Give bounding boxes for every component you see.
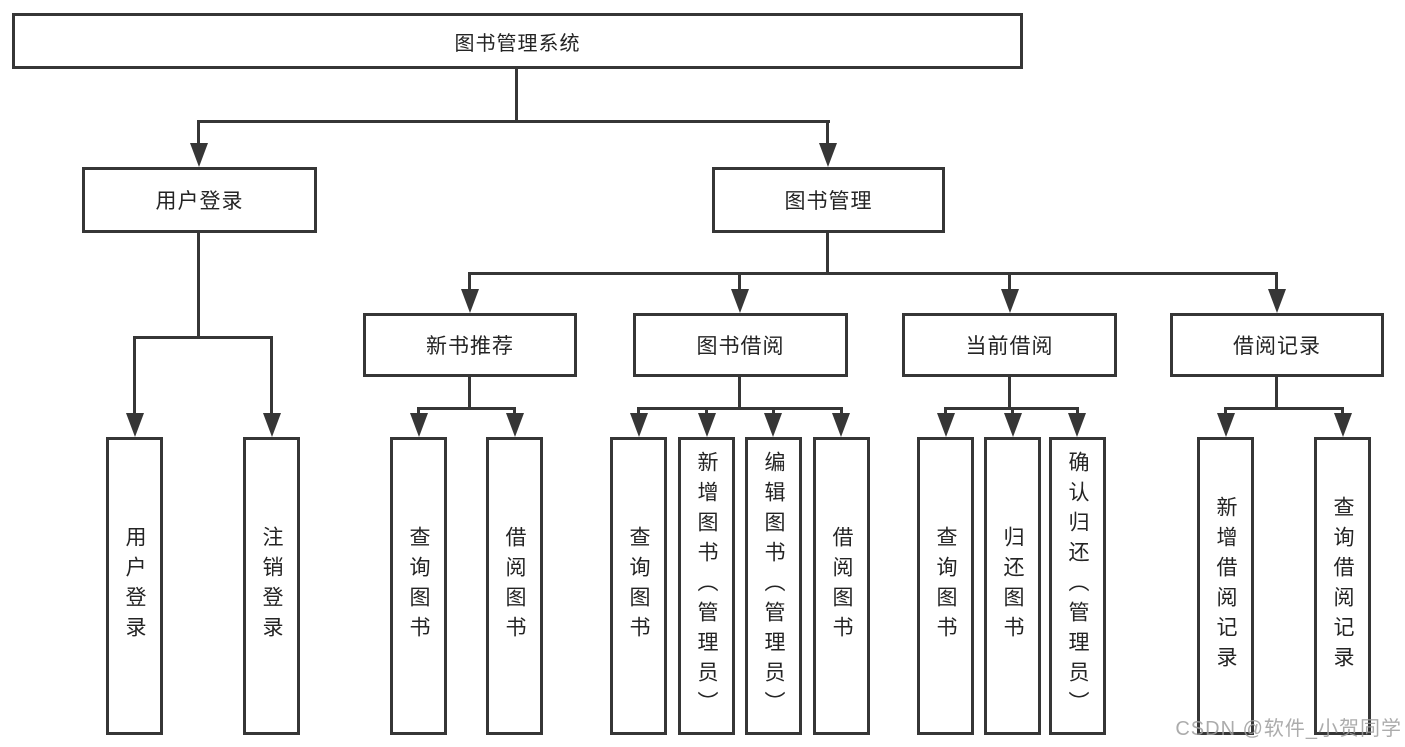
arrow-down-icon — [461, 289, 479, 313]
leaf-label: 确认归还（管理员） — [1066, 451, 1089, 721]
leaf-label: 查询图书 — [627, 526, 650, 646]
arrow-down-icon — [698, 413, 716, 437]
connector-book-mgmt-stem — [826, 233, 829, 274]
node-book-borrow: 图书借阅 — [633, 313, 848, 377]
connector-drop-login-0 — [133, 336, 136, 417]
leaf-query-borrow-record: 查询借阅记录 — [1314, 437, 1371, 735]
leaf-label: 注销登录 — [260, 526, 283, 646]
arrow-down-icon — [764, 413, 782, 437]
connector-drop-current-borrow — [1008, 272, 1011, 293]
connector-current-borrow-stem — [1008, 377, 1011, 409]
leaf-query-books-current: 查询图书 — [917, 437, 974, 735]
leaf-label: 借阅图书 — [503, 526, 526, 646]
leaf-edit-books-admin: 编辑图书（管理员） — [745, 437, 802, 735]
connector-login-split — [133, 336, 273, 339]
arrow-down-icon — [937, 413, 955, 437]
arrow-down-icon — [630, 413, 648, 437]
leaf-label: 新增借阅记录 — [1214, 496, 1237, 676]
connector-book-borrow-stem — [738, 377, 741, 409]
leaf-label: 查询图书 — [407, 526, 430, 646]
leaf-label: 查询借阅记录 — [1331, 496, 1354, 676]
connector-borrow-records-stem — [1275, 377, 1278, 409]
arrow-down-icon — [263, 413, 281, 437]
node-new-books: 新书推荐 — [363, 313, 577, 377]
leaf-borrow-books: 借阅图书 — [813, 437, 870, 735]
leaf-query-books-rec: 查询图书 — [390, 437, 447, 735]
arrow-down-icon — [1217, 413, 1235, 437]
node-borrow-records: 借阅记录 — [1170, 313, 1384, 377]
node-book-mgmt: 图书管理 — [712, 167, 945, 233]
leaf-user-login: 用户登录 — [106, 437, 163, 735]
leaf-label: 借阅图书 — [830, 526, 853, 646]
arrow-down-icon — [1004, 413, 1022, 437]
connector-user-login-stem — [197, 233, 200, 339]
connector-new-books-stem — [468, 377, 471, 409]
connector-drop-login-1 — [270, 336, 273, 417]
arrow-down-icon — [1334, 413, 1352, 437]
leaf-label: 用户登录 — [123, 526, 146, 646]
arrow-down-icon — [731, 289, 749, 313]
connector-drop-user-login — [197, 120, 200, 146]
connector-book-borrow-split — [637, 407, 842, 410]
arrow-down-icon — [410, 413, 428, 437]
leaf-add-books-admin: 新增图书（管理员） — [678, 437, 735, 735]
connector-drop-new-books — [468, 272, 471, 293]
connector-drop-borrow-records — [1275, 272, 1278, 293]
node-current-borrow: 当前借阅 — [902, 313, 1117, 377]
connector-drop-book-mgmt — [826, 120, 829, 146]
arrow-down-icon — [832, 413, 850, 437]
arrow-down-icon — [819, 143, 837, 167]
leaf-return-books: 归还图书 — [984, 437, 1041, 735]
connector-drop-book-borrow — [738, 272, 741, 293]
connector-l1-split — [198, 120, 830, 123]
arrow-down-icon — [126, 413, 144, 437]
leaf-confirm-return-admin: 确认归还（管理员） — [1049, 437, 1106, 735]
leaf-label: 查询图书 — [934, 526, 957, 646]
arrow-down-icon — [1068, 413, 1086, 437]
connector-borrow-records-split — [1224, 407, 1343, 410]
leaf-query-books: 查询图书 — [610, 437, 667, 735]
csdn-watermark: CSDN @软件_小贺同学 — [1175, 718, 1402, 740]
leaf-label: 归还图书 — [1001, 526, 1024, 646]
arrow-down-icon — [506, 413, 524, 437]
leaf-borrow-books-rec: 借阅图书 — [486, 437, 543, 735]
arrow-down-icon — [190, 143, 208, 167]
leaf-label: 新增图书（管理员） — [695, 451, 718, 721]
arrow-down-icon — [1268, 289, 1286, 313]
node-user-login: 用户登录 — [82, 167, 317, 233]
connector-root-stem — [515, 69, 518, 121]
connector-l3-split — [468, 272, 1278, 275]
leaf-logout: 注销登录 — [243, 437, 300, 735]
node-root: 图书管理系统 — [12, 13, 1023, 69]
connector-new-books-split — [417, 407, 515, 410]
arrow-down-icon — [1001, 289, 1019, 313]
leaf-label: 编辑图书（管理员） — [762, 451, 785, 721]
leaf-add-borrow-record: 新增借阅记录 — [1197, 437, 1254, 735]
